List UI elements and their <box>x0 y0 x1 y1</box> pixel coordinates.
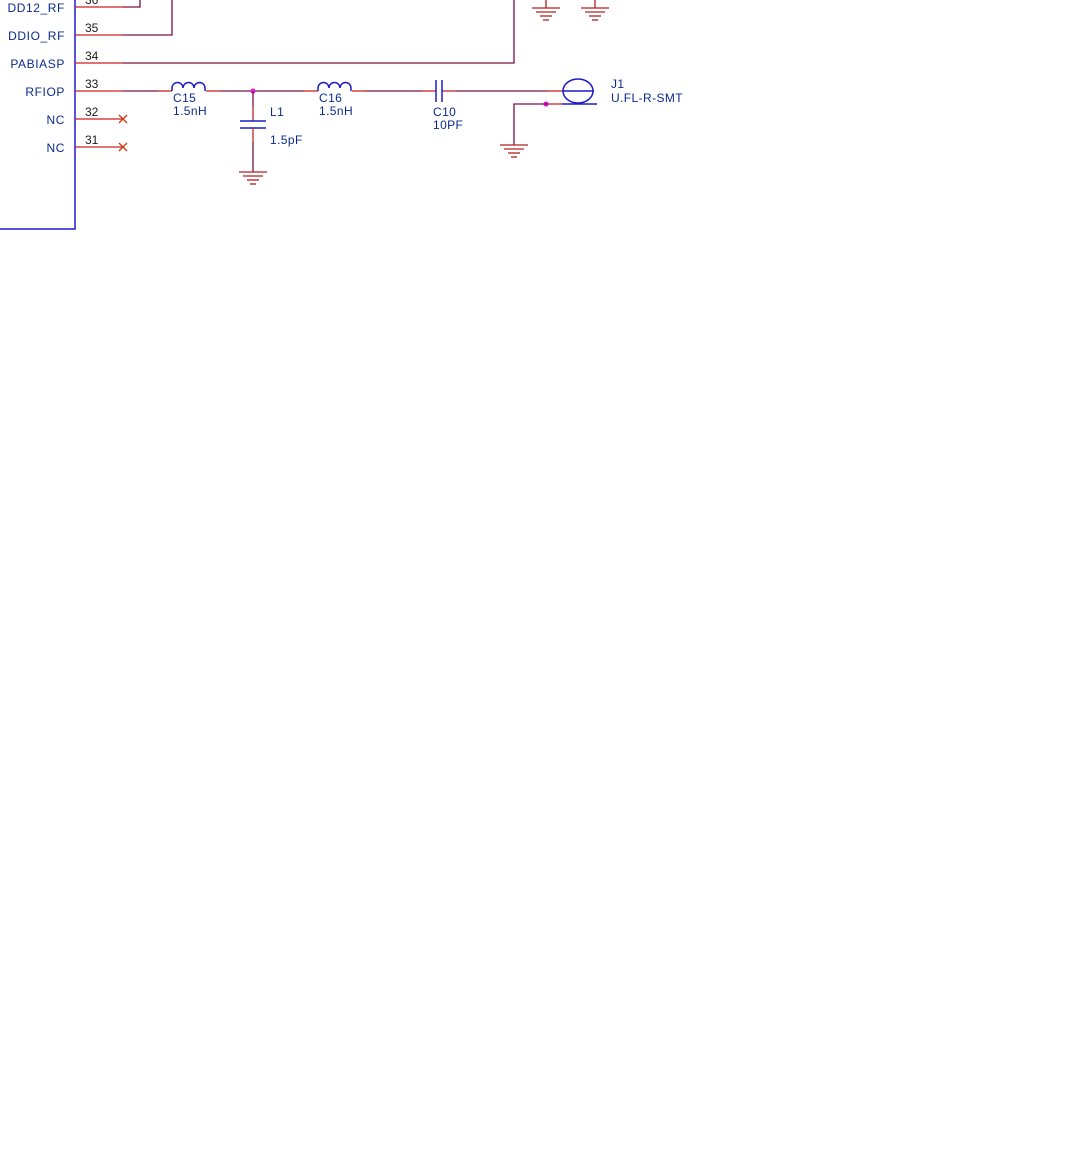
l1-ref: L1 <box>270 105 284 119</box>
pin-36-number: 36 <box>85 0 99 7</box>
pin-31-name: NC <box>46 141 65 155</box>
ic-body <box>0 0 76 230</box>
c15-value: 1.5nH <box>173 104 207 118</box>
ground-icon <box>581 0 609 21</box>
c10-value: 10PF <box>433 118 463 132</box>
pin-35-number: 35 <box>85 21 99 35</box>
pin-33: 33 RFIOP <box>25 77 123 99</box>
inductor-c16: C16 1.5nH <box>317 81 353 118</box>
net-ddio-rf-wire <box>123 0 173 36</box>
pin-35: 35 DDIO_RF <box>8 21 123 43</box>
pin-34: 34 PABIASP <box>10 49 123 71</box>
pin-33-number: 33 <box>85 77 99 91</box>
pin-36: 36 DD12_RF <box>7 0 123 15</box>
net-dd12-rf-wire <box>123 0 141 8</box>
j1-ref: J1 <box>611 77 624 91</box>
pin-33-name: RFIOP <box>25 85 65 99</box>
net-pabiasp-wire <box>123 0 515 64</box>
c16-ref: C16 <box>319 91 342 105</box>
capacitor-l1: L1 1.5pF <box>240 105 303 147</box>
c16-value: 1.5nH <box>319 104 353 118</box>
pin-34-number: 34 <box>85 49 99 63</box>
pin-34-name: PABIASP <box>10 57 65 71</box>
ground-icon <box>500 144 528 158</box>
pin-35-name: DDIO_RF <box>8 29 65 43</box>
pin-32-name: NC <box>46 113 65 127</box>
c15-ref: C15 <box>173 91 196 105</box>
pin-32-number: 32 <box>85 105 99 119</box>
no-connect-icon <box>118 114 128 124</box>
pin-36-name: DD12_RF <box>7 1 65 15</box>
j1-value: U.FL-R-SMT <box>611 91 683 105</box>
pin-31-number: 31 <box>85 133 99 147</box>
ground-icon <box>532 0 560 21</box>
no-connect-icon <box>118 142 128 152</box>
ground-icon <box>239 171 267 185</box>
j1-shield-wire <box>513 103 548 145</box>
l1-value: 1.5pF <box>270 133 303 147</box>
connector-j1: J1 U.FL-R-SMT <box>562 77 683 105</box>
capacitor-c10: C10 10PF <box>433 80 463 132</box>
c10-ref: C10 <box>433 105 456 119</box>
pin-32: 32 NC <box>46 105 128 127</box>
pin-31: 31 NC <box>46 133 128 155</box>
inductor-c15: C15 1.5nH <box>171 81 207 118</box>
